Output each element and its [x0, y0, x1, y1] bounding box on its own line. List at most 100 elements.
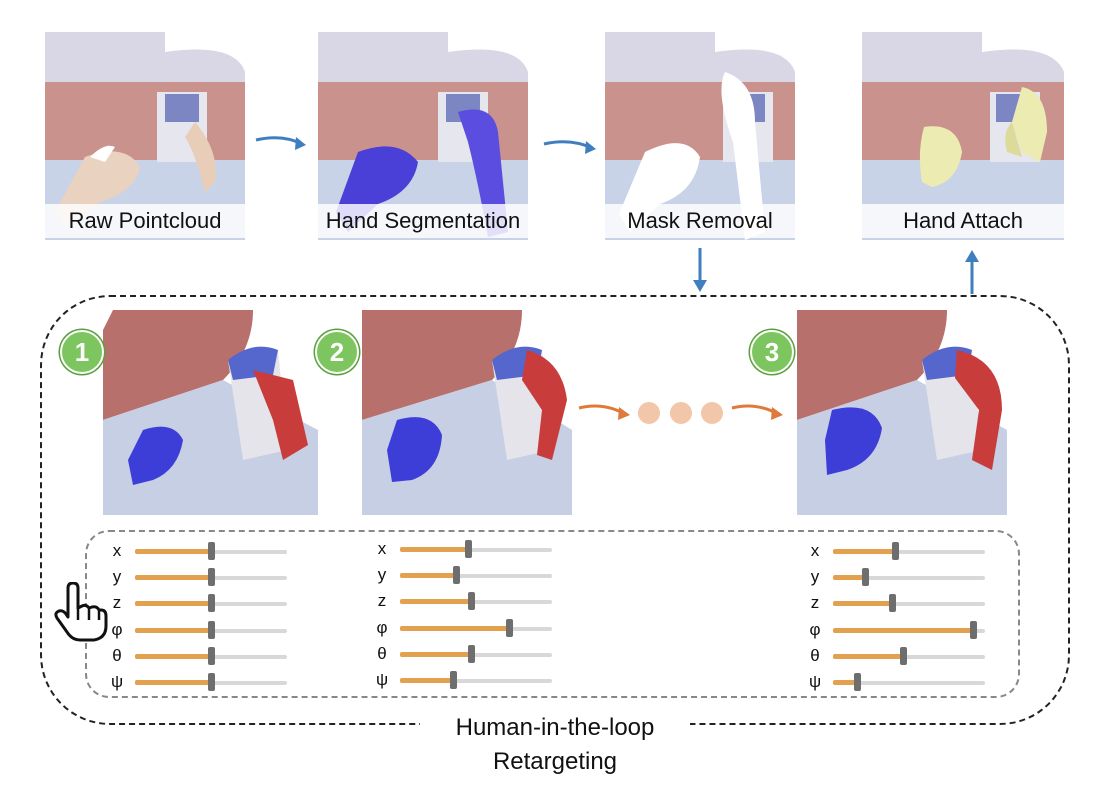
pointing-hand-icon: [54, 582, 108, 642]
slider-knob[interactable]: [468, 644, 476, 663]
slider-knob[interactable]: [208, 620, 215, 639]
slider-row: ψ: [372, 667, 552, 693]
slider-fill: [400, 625, 510, 631]
slider-label: y: [112, 567, 122, 587]
slider-label: z: [112, 593, 122, 613]
slider-knob[interactable]: [208, 646, 215, 665]
slider-fill: [135, 627, 211, 633]
slider-row: θ: [107, 643, 287, 669]
slider-label: z: [377, 591, 387, 611]
slider-label: x: [112, 541, 122, 560]
slider-track[interactable]: [400, 679, 552, 683]
slider-track[interactable]: [400, 574, 552, 579]
slider-row: φ: [805, 617, 985, 643]
step-badge-2: 2: [315, 330, 359, 374]
slider-label: θ: [112, 645, 122, 665]
slider-fill: [833, 680, 858, 685]
slider-row: x: [372, 536, 552, 562]
slider-fill: [135, 601, 211, 607]
slider-label: θ: [377, 643, 387, 663]
slider-track[interactable]: [833, 576, 985, 581]
slider-knob[interactable]: [468, 592, 476, 611]
slider-knob[interactable]: [506, 618, 514, 637]
slider-row: x: [107, 538, 287, 564]
slider-knob[interactable]: [450, 671, 458, 689]
slider-knob[interactable]: [465, 540, 473, 558]
slider-knob[interactable]: [899, 646, 907, 665]
slider-track[interactable]: [833, 602, 985, 607]
slider-row: θ: [372, 641, 552, 667]
slider-knob[interactable]: [453, 566, 461, 585]
slider-label: y: [377, 565, 387, 585]
hand-attach-image: [862, 32, 1064, 240]
arrow-up-icon: [965, 250, 979, 294]
slider-track[interactable]: [833, 681, 985, 685]
slider-fill: [400, 573, 457, 579]
slider-track[interactable]: [833, 654, 985, 659]
slider-row: ψ: [805, 669, 985, 695]
slider-label: θ: [810, 645, 820, 665]
slider-fill: [400, 678, 454, 683]
slider-track[interactable]: [400, 600, 552, 605]
slider-knob[interactable]: [889, 594, 897, 613]
slider-row: θ: [805, 643, 985, 669]
slider-fill: [135, 680, 211, 685]
slider-label: x: [377, 539, 387, 558]
slider-label: φ: [809, 619, 821, 639]
progression-arrow-icon: [731, 404, 783, 420]
slider-fill: [833, 601, 893, 607]
slider-track[interactable]: [400, 652, 552, 657]
arrow-right-icon: [543, 140, 596, 154]
slider-label: y: [810, 567, 820, 587]
slider-label: ψ: [110, 672, 124, 691]
slider-row: y: [805, 564, 985, 590]
slider-label: φ: [376, 617, 388, 637]
slider-fill: [400, 599, 472, 605]
slider-label: ψ: [808, 672, 822, 691]
slider-knob[interactable]: [969, 620, 977, 639]
loop-caption-line-1: Human-in-the-loop: [420, 712, 690, 744]
slider-row: z: [805, 590, 985, 616]
slider-fill: [400, 651, 472, 657]
slider-track[interactable]: [833, 550, 985, 554]
slider-fill: [135, 549, 211, 554]
slider-label: x: [810, 541, 820, 560]
slider-knob[interactable]: [854, 673, 862, 691]
slider-knob[interactable]: [892, 542, 900, 560]
slider-label: z: [810, 593, 820, 613]
slider-label: ψ: [375, 670, 389, 689]
pipeline-label-hand-segmentation: Hand Segmentation: [318, 204, 528, 238]
slider-row: y: [372, 562, 552, 588]
slider-knob[interactable]: [861, 568, 869, 587]
arrow-down-icon: [693, 248, 707, 292]
slider-track[interactable]: [400, 548, 552, 552]
pipeline-label-hand-attach: Hand Attach: [862, 204, 1064, 238]
arrow-right-icon: [255, 136, 306, 150]
slider-knob[interactable]: [208, 542, 215, 560]
retarget-step-2-image: [362, 310, 572, 515]
retarget-step-3-image: [797, 310, 1007, 515]
slider-knob[interactable]: [208, 673, 215, 691]
slider-row: y: [107, 564, 287, 590]
slider-fill: [135, 575, 211, 581]
ellipsis-dot: [638, 402, 660, 424]
slider-knob[interactable]: [208, 568, 215, 587]
slider-fill: [135, 653, 211, 659]
step-badge-1: 1: [60, 330, 104, 374]
slider-row: z: [107, 590, 287, 616]
slider-row: z: [372, 588, 552, 614]
slider-label: φ: [111, 619, 123, 639]
slider-knob[interactable]: [208, 594, 215, 613]
slider-fill: [833, 549, 896, 554]
slider-row: ψ: [107, 669, 287, 695]
slider-row: x: [805, 538, 985, 564]
ellipsis-dot: [670, 402, 692, 424]
slider-fill: [833, 627, 973, 633]
slider-row: φ: [372, 615, 552, 641]
progression-arrow-icon: [578, 404, 630, 420]
slider-fill: [833, 653, 903, 659]
retarget-step-1-image: [103, 310, 318, 515]
